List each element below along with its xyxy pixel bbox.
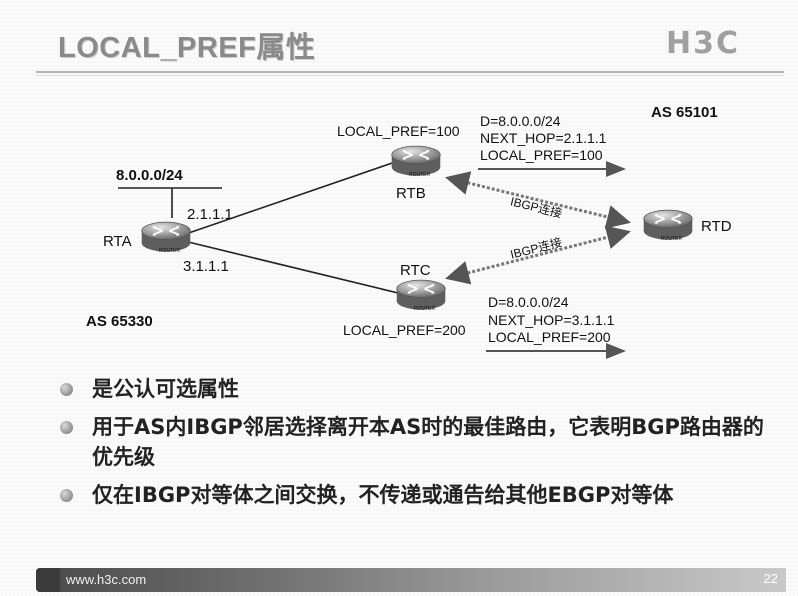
title-divider [36,71,784,73]
router-label-rtd: RTD [701,218,732,235]
footer-tab [36,568,60,592]
ibgp-label-bottom: IBGP连接 [509,234,564,261]
bgp-topology-diagram: ROUTER ROUTER ROUTER ROUTER 8.0.0.0/24 R… [86,104,732,359]
footer-bar: www.h3c.com 22 [36,568,786,592]
bullet-dot-icon [60,489,73,502]
ip-label-bottom: 3.1.1.1 [183,258,229,275]
title-divider-shadow [36,75,784,76]
update-bottom-line-3: LOCAL_PREF=200 [488,329,611,345]
link-rta-rtb [179,160,399,237]
router-caption-rtb: ROUTER [409,172,431,178]
local-pref-rtc: LOCAL_PREF=200 [343,322,466,338]
bullet-item: 仅在IBGP对等体之间交换，不传递或通告给其他EBGP对等体 [60,480,770,510]
router-caption-rta: ROUTER [159,248,181,254]
bullet-dot-icon [60,383,73,396]
ibgp-link-rtc-rtd [445,225,631,285]
local-pref-rtb: LOCAL_PREF=100 [337,123,460,139]
update-top-line-1: D=8.0.0.0/24 [480,113,561,129]
router-caption-rtd: ROUTER [661,236,683,242]
ibgp-label-top: IBGP连接 [509,193,564,220]
bullet-item: 是公认可选属性 [60,374,770,404]
router-caption-rtc: ROUTER [414,306,436,312]
slide-title: LOCAL_PREF属性 [58,32,316,64]
bullet-text: 仅在IBGP对等体之间交换，不传递或通告给其他EBGP对等体 [92,483,674,507]
update-bottom-line-1: D=8.0.0.0/24 [488,294,569,310]
bullet-list: 是公认可选属性 用于AS内IBGP邻居选择离开本AS时的最佳路由，它表明BGP路… [60,374,770,518]
bullet-dot-icon [60,421,73,434]
router-label-rta: RTA [103,233,132,250]
update-bottom-line-2: NEXT_HOP=3.1.1.1 [488,312,615,328]
footer-url[interactable]: www.h3c.com [66,572,147,587]
router-label-rtc: RTC [400,262,431,279]
as-label-left: AS 65330 [86,313,153,330]
update-top-line-3: LOCAL_PREF=100 [480,147,603,163]
as-label-right: AS 65101 [651,104,718,121]
router-label-rtb: RTB [396,185,426,202]
bullet-text: 用于AS内IBGP邻居选择离开本AS时的最佳路由，它表明BGP路由器的优先级 [92,415,764,469]
prefix-label: 8.0.0.0/24 [116,167,183,184]
ip-label-top: 2.1.1.1 [187,206,233,223]
link-rta-rtc [179,239,399,294]
bullet-item: 用于AS内IBGP邻居选择离开本AS时的最佳路由，它表明BGP路由器的优先级 [60,412,770,472]
h3c-logo: H3C [666,26,740,61]
page-number: 22 [763,571,778,586]
update-top-line-2: NEXT_HOP=2.1.1.1 [480,130,607,146]
ibgp-link-rtb-rtd [445,171,631,229]
bullet-text: 是公认可选属性 [92,377,239,401]
